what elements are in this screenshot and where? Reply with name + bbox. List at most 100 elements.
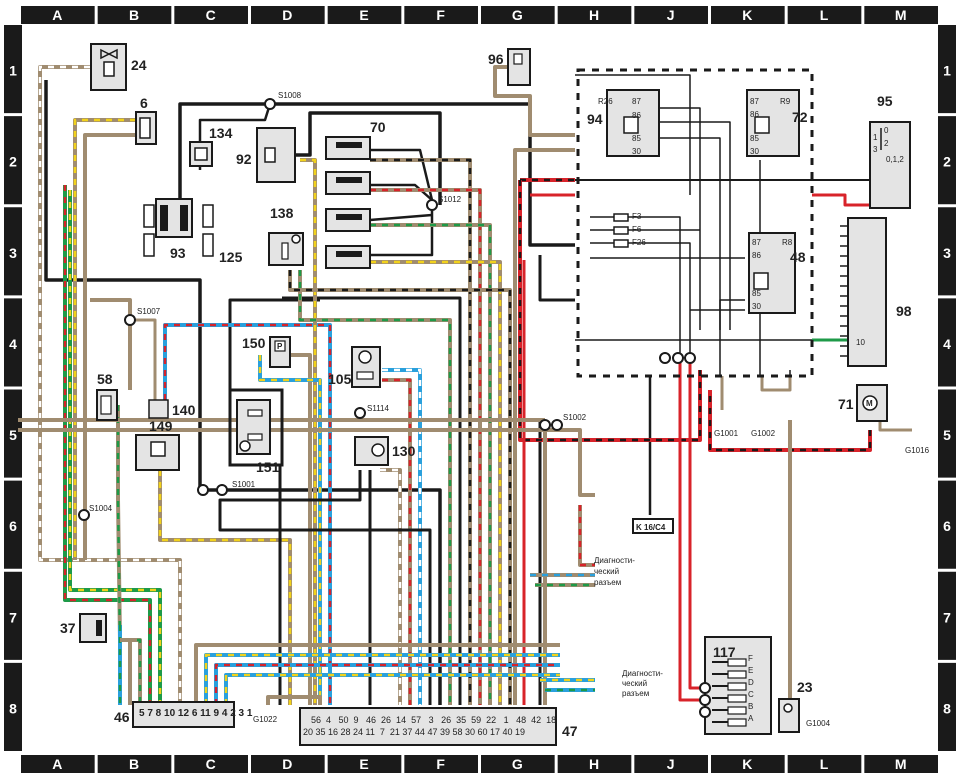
relay-48-pin-30: 30 (752, 302, 761, 311)
fuse-slot-F (727, 658, 747, 667)
wire-black (295, 111, 442, 205)
component-92: 92 (236, 127, 296, 183)
wire-stripe (382, 368, 422, 705)
splice-node (124, 314, 136, 326)
ecu-98: 10 98 (840, 217, 912, 367)
splice-node (539, 419, 551, 431)
label-47: 47 (562, 723, 578, 739)
wire-stripe (300, 158, 317, 705)
wire-red (812, 193, 870, 207)
component-134: 134 (189, 125, 233, 167)
fuse-slot-A (727, 718, 747, 727)
splice-node (264, 98, 276, 110)
component-130: 130 (354, 436, 416, 466)
row-tab-5 (4, 389, 22, 478)
column-tab-E (327, 755, 402, 773)
component-138: 138 (268, 205, 304, 266)
connector-46-pins: 5 7 8 10 12 6 11 9 4 2 3 1 (139, 708, 253, 719)
label-70: 70 (370, 119, 386, 135)
wire-stripe (68, 190, 162, 705)
column-tab-label: F (436, 7, 445, 23)
wire-stripe (214, 663, 560, 705)
component-37: 37 (60, 613, 107, 643)
wire-stripe (204, 653, 560, 705)
column-tab-label: A (52, 756, 62, 772)
row-tab-label: 3 (943, 245, 951, 261)
relay-94-pin-85: 85 (632, 134, 641, 143)
connector-47-bottom-pins: 20 35 16 28 24 11 7 21 37 44 47 39 58 30… (303, 727, 525, 737)
row-tab-label: 1 (943, 63, 951, 79)
fuse-slot-label: C (748, 690, 754, 699)
label-117: 117 (713, 644, 736, 660)
wire-brown (290, 353, 312, 705)
fuse-slot-label: A (748, 714, 754, 723)
fuse-slot-E (727, 670, 747, 679)
wire-stripe (370, 188, 482, 705)
label-71: 71 (838, 396, 854, 412)
connector-47: 56 4 50 9 46 26 14 57 3 26 35 59 22 1 48… (299, 707, 578, 746)
wire-black (719, 299, 745, 376)
wire-red (678, 360, 705, 702)
column-tab-label: M (895, 7, 907, 23)
component-96: 96 (488, 48, 531, 86)
column-tab-label: B (129, 756, 139, 772)
label-149: 149 (149, 418, 173, 434)
diag1-line3: разъем (594, 578, 621, 587)
relay-72-pin-86: 86 (750, 110, 759, 119)
row-tab-label: 7 (9, 609, 17, 625)
splice-s1008: S1008 (278, 91, 302, 100)
row-tab-7 (938, 571, 956, 660)
wire-black (228, 298, 320, 390)
column-tab-M (864, 6, 938, 24)
wire-black (575, 74, 691, 195)
diag2-line3: разъем (622, 689, 649, 698)
ground-g1022: G1022 (253, 715, 278, 724)
column-tab-label: L (820, 756, 829, 772)
column-tab-K (711, 6, 785, 24)
wire-brown (128, 300, 157, 400)
fuse-f26: F26 (632, 238, 646, 247)
label-58: 58 (97, 371, 113, 387)
wire-black (218, 470, 432, 705)
label-94: 94 (587, 111, 603, 127)
sensor-58: 58 (96, 371, 118, 421)
row-tab-4 (4, 298, 22, 387)
column-tab-label: L (820, 7, 829, 23)
column-tab-label: A (52, 7, 62, 23)
relay-72-code: R9 (780, 97, 791, 106)
relay-94-pin-30: 30 (632, 147, 641, 156)
label-93: 93 (170, 245, 186, 261)
central-junction-box (576, 68, 814, 378)
splices: S1008 S1012 S1007 S1114 S1002 S1001 S100… (89, 91, 587, 513)
relay-48-code: R8 (782, 238, 793, 247)
splice-s1007: S1007 (137, 307, 161, 316)
diag2-line2: ческий (622, 679, 647, 688)
component-24: 24 (90, 43, 147, 91)
column-tab-H (557, 6, 632, 24)
ground-g1016: G1016 (905, 446, 930, 455)
wire-brown (513, 148, 575, 705)
motor-71: M 71 (838, 384, 888, 422)
diag2-line1: Диагности- (622, 669, 663, 678)
fuses-group: F3 F6 F26 (613, 212, 646, 248)
column-tab-label: G (512, 756, 523, 772)
column-tab-G (481, 6, 555, 24)
column-tab-B (97, 6, 172, 24)
fuse-slot-label: B (748, 702, 753, 711)
row-tab-6 (938, 480, 956, 569)
splice-node (78, 509, 90, 521)
row-tab-label: 5 (943, 427, 951, 443)
diagnostic-connector-2: Диагности- ческий разъем (622, 669, 663, 698)
splice-node (699, 694, 711, 706)
wire-black (369, 213, 433, 222)
switch-95: 0 1 2 3 0,1,2 95 (869, 93, 911, 209)
sensor-151: 151 (228, 388, 284, 475)
label-92: 92 (236, 151, 252, 167)
label-37: 37 (60, 620, 76, 636)
wire-stripe (158, 470, 292, 705)
column-tab-L (787, 6, 862, 24)
column-tab-F (404, 6, 478, 24)
row-tab-8 (938, 662, 956, 751)
wire-black (282, 296, 462, 705)
splice-node (699, 682, 711, 694)
